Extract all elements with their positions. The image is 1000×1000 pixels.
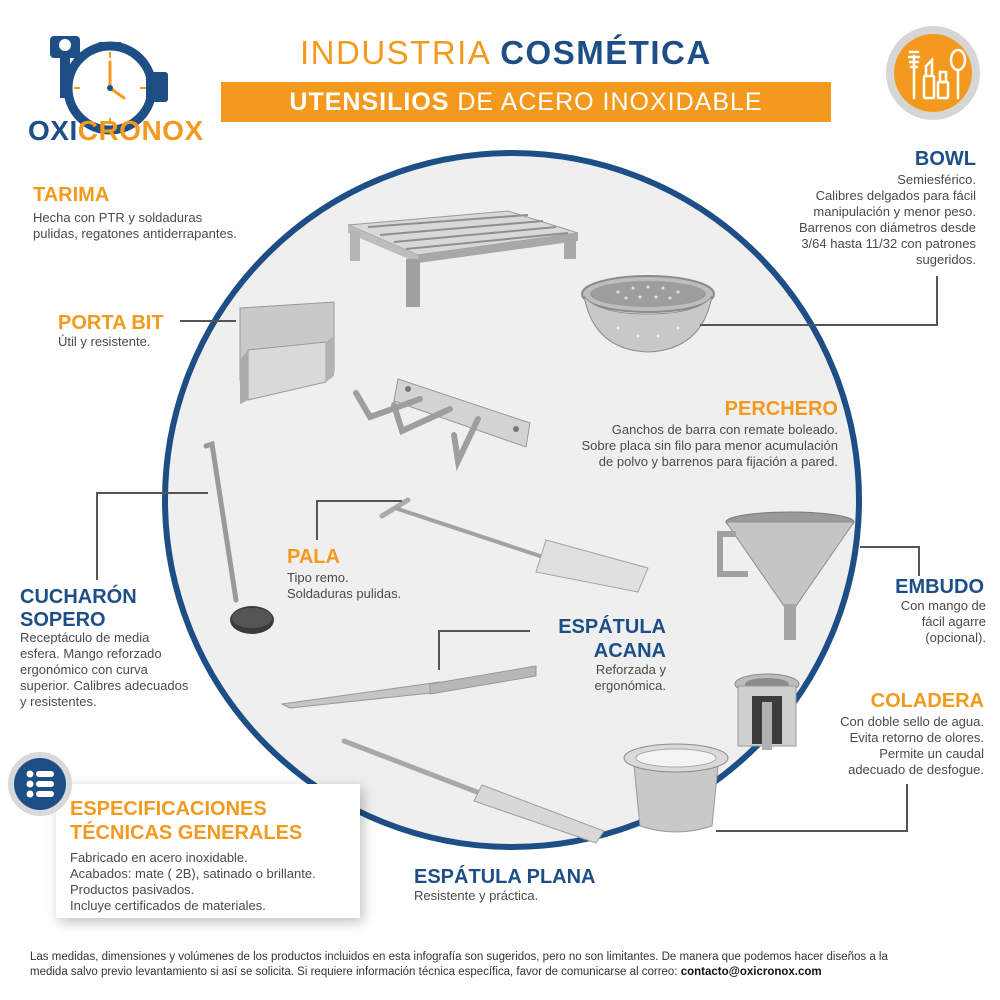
espatula-plana-illustration	[341, 738, 605, 844]
porta-bit-illustration	[239, 301, 335, 404]
bowl-description-3: manipulación y menor peso.	[813, 204, 976, 219]
specs-title-1: ESPECIFICACIONES	[70, 798, 267, 820]
coladera-body-illustration	[623, 743, 729, 833]
embudo-description-2: fácil agarre	[921, 614, 986, 629]
perchero-title: PERCHERO	[724, 398, 838, 420]
footer-line-2: medida salvo previo levantamiento si así…	[30, 966, 822, 978]
tarima-illustration	[347, 210, 579, 307]
porta-bit-description: Útil y resistente.	[58, 334, 151, 349]
specs-line-1: Fabricado en acero inoxidable.	[70, 850, 248, 865]
brand-wordmark: OXICRONOX	[28, 115, 204, 146]
cucharon-description-5: y resistentes.	[20, 694, 97, 709]
bowl-description-2: Calibres delgados para fácil	[815, 188, 976, 203]
connector-coladera-h	[716, 830, 908, 832]
pala-description-2: Soldaduras pulidas.	[287, 586, 402, 601]
title-banner: UTENSILIOS DE ACERO INOXIDABLE	[221, 82, 831, 122]
connector-bowl-h	[700, 324, 938, 326]
coladera-description-3: Permite un caudal	[879, 746, 984, 761]
connector-cucharon	[96, 492, 98, 580]
specs-line-3: Productos pasivados.	[70, 882, 195, 897]
bowl-description-1: Semiesférico.	[897, 172, 976, 187]
specs-badge	[8, 752, 72, 816]
page-title: INDUSTRIA COSMÉTICA	[300, 34, 712, 71]
specs-line-2: Acabados: mate ( 2B), satinado o brillan…	[70, 866, 316, 881]
cucharon-description-1: Receptáculo de media	[20, 630, 150, 645]
espatula-acana-illustration	[280, 665, 537, 709]
specs-card	[56, 784, 360, 918]
pala-illustration	[379, 497, 649, 593]
perchero-description-1: Ganchos de barra con remate boleado.	[611, 422, 838, 437]
espatula-acana-description-2: ergonómica.	[594, 678, 666, 693]
specs-title-2: TÉCNICAS GENERALES	[70, 822, 303, 844]
specs-line-4: Incluye certificados de materiales.	[70, 898, 266, 913]
footer-line-1: Las medidas, dimensiones y volúmenes de …	[30, 951, 888, 963]
coladera-illustration	[734, 673, 800, 750]
embudo-description-1: Con mango de	[900, 598, 986, 613]
coladera-title: COLADERA	[870, 690, 984, 712]
coladera-description-1: Con doble sello de agua.	[840, 714, 984, 729]
pala-title: PALA	[287, 546, 340, 568]
bowl-description-6: sugeridos.	[916, 252, 976, 267]
connector-embudo-h	[860, 546, 920, 548]
footer-disclaimer: Las medidas, dimensiones y volúmenes de …	[30, 950, 980, 980]
connector-pala	[316, 500, 318, 540]
coladera-description-4: adecuado de desfogue.	[848, 762, 984, 777]
bowl-description-4: Barrenos con diámetros desde	[798, 220, 976, 235]
perchero-illustration	[353, 378, 531, 472]
coladera-description-2: Evita retorno de olores.	[849, 730, 984, 745]
espatula-acana-title-1: ESPÁTULA	[558, 616, 666, 638]
bowl-illustration	[581, 275, 715, 353]
embudo-description-3: (opcional).	[925, 630, 986, 645]
connector-embudo	[918, 546, 920, 576]
tarima-title: TARIMA	[33, 184, 110, 206]
connector-acana-h	[438, 630, 530, 632]
tarima-description-2: pulidas, regatones antiderrapantes.	[33, 226, 237, 241]
espatula-plana-description: Resistente y práctica.	[414, 888, 539, 903]
perchero-description-2: Sobre placa sin filo para menor acumulac…	[581, 438, 838, 453]
perchero-description-3: de polvo y barrenos para fijación a pare…	[598, 454, 838, 469]
espatula-acana-description-1: Reforzada y	[595, 662, 666, 677]
porta-bit-title: PORTA BIT	[58, 312, 164, 334]
cucharon-title-1: CUCHARÓN	[20, 586, 137, 608]
cucharon-description-4: superior. Calibres adecuados	[20, 678, 189, 693]
connector-coladera	[906, 784, 908, 830]
espatula-plana-title: ESPÁTULA PLANA	[414, 866, 596, 888]
oxicronox-clock-logo-icon	[50, 36, 168, 135]
connector-pala-h	[316, 500, 402, 502]
cucharon-illustration	[203, 440, 274, 634]
cucharon-description-2: esfera. Mango reforzado	[20, 646, 162, 661]
bowl-description-5: 3/64 hasta 11/32 con patrones	[801, 236, 976, 251]
cosmetics-badge	[886, 26, 980, 120]
embudo-illustration	[717, 511, 855, 640]
connector-cucharon-h	[96, 492, 208, 494]
espatula-acana-title-2: ACANA	[593, 640, 666, 662]
list-icon	[26, 770, 54, 798]
cucharon-title-2: SOPERO	[20, 609, 106, 631]
connector-acana	[438, 630, 440, 670]
embudo-title: EMBUDO	[895, 576, 984, 598]
connector-bowl	[936, 276, 938, 326]
connector-porta-bit	[180, 320, 236, 322]
pala-description-1: Tipo remo.	[287, 570, 349, 585]
contact-email-link[interactable]: contacto@oxicronox.com	[680, 966, 822, 978]
cosmetics-icon	[907, 48, 967, 100]
cucharon-description-3: ergonómico con curva	[20, 662, 148, 677]
bowl-title: BOWL	[914, 148, 976, 170]
tarima-description-1: Hecha con PTR y soldaduras	[33, 210, 203, 225]
